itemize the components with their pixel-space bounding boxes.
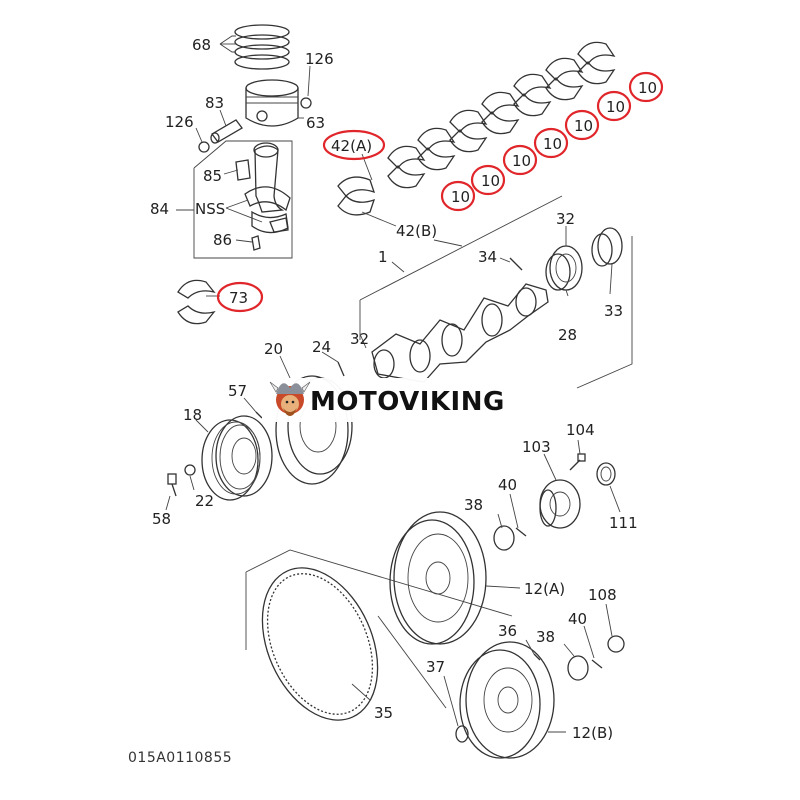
- flywheel-b: [459, 641, 555, 759]
- label-58: 58: [152, 510, 171, 528]
- oil-seal-111: [596, 462, 616, 486]
- crankshaft: [371, 283, 549, 383]
- label-36: 36: [498, 622, 517, 640]
- label-10-e: 10: [574, 117, 593, 135]
- flywheel-b-box: [377, 615, 447, 709]
- bearing-37: [455, 725, 469, 743]
- pin-36: [533, 653, 541, 661]
- washer-22: [184, 464, 196, 476]
- viking-mascot-icon: [269, 381, 311, 416]
- label-10-d: 10: [543, 135, 562, 153]
- bolt-24: [337, 361, 345, 377]
- label-10-f: 10: [606, 98, 625, 116]
- snap-rings: [198, 97, 312, 153]
- label-22: 22: [195, 492, 214, 510]
- label-85: 85: [203, 167, 222, 185]
- ring-gear: [261, 567, 379, 721]
- label-84: 84: [150, 200, 169, 218]
- highlights: [216, 71, 664, 313]
- label-38-top: 38: [464, 496, 483, 514]
- label-83: 83: [205, 94, 224, 112]
- watermark-text: MOTOVIKING: [310, 387, 505, 417]
- label-34: 34: [478, 248, 497, 266]
- label-10-c: 10: [512, 152, 531, 170]
- crank-gear: [545, 245, 583, 291]
- main-bearings: [387, 41, 616, 189]
- label-86: 86: [213, 231, 232, 249]
- label-40-top: 40: [498, 476, 517, 494]
- label-63: 63: [306, 114, 325, 132]
- piston-pin: [210, 119, 243, 144]
- label-126-left: 126: [165, 113, 194, 131]
- label-37: 37: [426, 658, 445, 676]
- label-33: 33: [604, 302, 623, 320]
- highlight-10g: [628, 71, 664, 103]
- oil-seal-33: [591, 227, 623, 267]
- highlight-10d: [533, 127, 569, 159]
- label-103: 103: [522, 438, 551, 456]
- label-12b: 12(B): [572, 724, 613, 742]
- crankshaft-box: [359, 195, 633, 389]
- pin-57: [255, 411, 263, 419]
- piston-rings: [234, 24, 290, 70]
- label-12a: 12(A): [524, 580, 565, 598]
- retainer-103: [539, 479, 581, 529]
- label-20: 20: [264, 340, 283, 358]
- snap-ring-108: [607, 635, 625, 653]
- plate-38b: [567, 655, 589, 681]
- highlight-10b: [470, 164, 506, 196]
- bolt-40b: [591, 659, 603, 669]
- label-57: 57: [228, 382, 247, 400]
- label-42a: 42(A): [331, 137, 372, 155]
- leader-lines: [165, 35, 621, 733]
- label-32-top: 32: [556, 210, 575, 228]
- label-10-g: 10: [638, 79, 657, 97]
- rod-bearing: [177, 279, 216, 325]
- label-111: 111: [609, 514, 638, 532]
- label-35: 35: [374, 704, 393, 722]
- plate-38a: [493, 525, 515, 551]
- label-104: 104: [566, 421, 595, 439]
- bolt-104: [569, 453, 586, 471]
- highlight-73: [216, 281, 264, 313]
- label-10-a: 10: [451, 188, 470, 206]
- label-68: 68: [192, 36, 211, 54]
- label-73: 73: [229, 289, 248, 307]
- key-34: [509, 257, 523, 271]
- label-24: 24: [312, 338, 331, 356]
- label-10-b: 10: [481, 172, 500, 190]
- label-nss: NSS: [195, 200, 225, 218]
- drawing-code: 015A0110855: [128, 750, 232, 766]
- highlight-10f: [596, 90, 632, 122]
- piston: [245, 79, 299, 127]
- bolt-40a: [515, 527, 527, 537]
- label-28: 28: [558, 326, 577, 344]
- highlight-10a: [440, 180, 476, 212]
- label-18: 18: [183, 406, 202, 424]
- thrust-washers: [337, 153, 397, 227]
- labels: 68 126 83 126 63 85 84 NSS 86 73 42(A) 4…: [150, 36, 657, 742]
- label-1: 1: [378, 248, 388, 266]
- connecting-rod-assembly: [193, 140, 293, 259]
- highlight-10e: [564, 109, 600, 141]
- label-32-left: 32: [350, 330, 369, 348]
- label-42b: 42(B): [396, 222, 437, 240]
- watermark: MOTOVIKING: [262, 378, 536, 422]
- flywheel-a: [389, 511, 487, 645]
- highlight-10c: [502, 144, 538, 176]
- highlight-42a: [322, 129, 386, 161]
- crank-pulley: [201, 415, 273, 501]
- label-108: 108: [588, 586, 617, 604]
- label-38-bottom: 38: [536, 628, 555, 646]
- bolt-58: [167, 473, 177, 497]
- label-126-top: 126: [305, 50, 334, 68]
- label-40-bottom: 40: [568, 610, 587, 628]
